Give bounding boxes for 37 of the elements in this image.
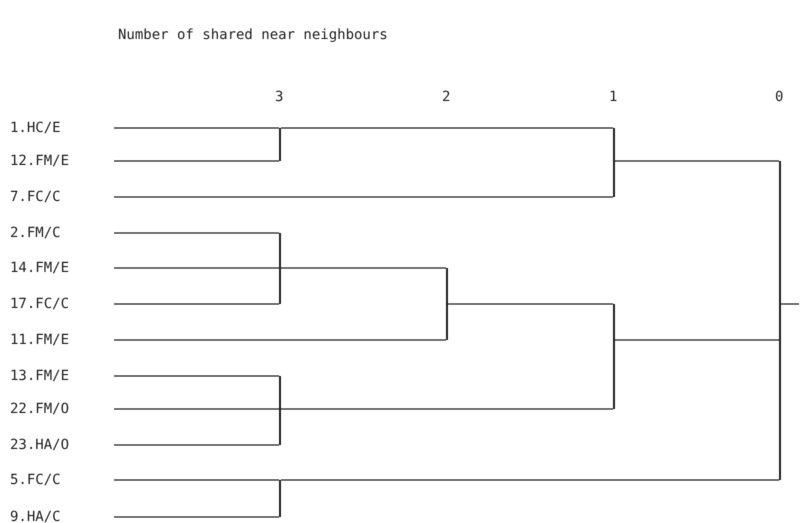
- connector-line: [114, 196, 613, 198]
- connector-line: [114, 267, 279, 269]
- leaf-label: 7.FC/C: [10, 187, 114, 207]
- leaf-label: 2.FM/C: [10, 223, 114, 243]
- leaf-label: 5.FC/C: [10, 470, 114, 490]
- leaf-label: 12.FM/E: [10, 151, 114, 171]
- connector-line: [281, 127, 613, 129]
- connector-line: [615, 339, 779, 341]
- connector-line: [281, 267, 446, 269]
- leaf-label: 9.HA/C: [10, 507, 114, 523]
- connector-line: [114, 160, 279, 162]
- axis-tick-label: 3: [275, 89, 284, 105]
- leaf-label: 22.FM/O: [10, 399, 114, 419]
- connector-line: [114, 375, 279, 377]
- connector-line: [615, 160, 779, 162]
- connector-line: [114, 516, 279, 518]
- connector-line: [114, 408, 279, 410]
- axis-tick-label: 2: [442, 89, 450, 105]
- chart-title: Number of shared near neighbours: [118, 27, 388, 43]
- connector-line: [281, 408, 613, 410]
- connector-line: [448, 303, 613, 305]
- leaf-label: 23.HA/O: [10, 435, 114, 455]
- axis-tick-label: 0: [775, 89, 784, 105]
- connector-line: [114, 303, 279, 305]
- connector-line: [114, 232, 279, 234]
- leaf-label: 14.FM/E: [10, 258, 114, 278]
- leaf-label: 11.FM/E: [10, 330, 114, 350]
- connector-line: [114, 339, 446, 341]
- leaf-label: 13.FM/E: [10, 366, 114, 386]
- leaf-label: 1.HC/E: [10, 118, 114, 138]
- axis-tick-label: 1: [609, 89, 618, 105]
- connector-line: [281, 479, 779, 481]
- leaf-label: 17.FC/C: [10, 294, 114, 314]
- connector-line: [114, 479, 279, 481]
- connector-line: [781, 303, 799, 305]
- connector-line: [114, 444, 279, 446]
- connector-line: [114, 127, 279, 129]
